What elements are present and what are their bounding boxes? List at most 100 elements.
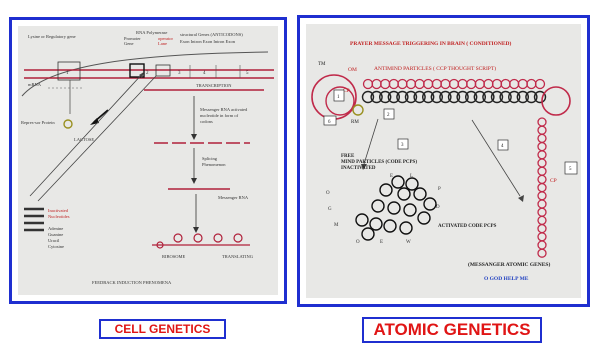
antimind-particle	[404, 90, 418, 104]
particle-letter: O	[356, 240, 360, 245]
rm-label: RM	[351, 120, 359, 125]
antimind-particle	[526, 78, 537, 90]
cp-particle	[537, 174, 547, 185]
antimind-particle	[456, 90, 469, 104]
messenger-activated-line2: nucleotide in form of	[200, 113, 239, 118]
cp-particle	[537, 207, 547, 217]
antimind-particle	[430, 90, 444, 104]
antimind-particle	[533, 90, 547, 104]
cp-chain-label: CP	[550, 178, 557, 184]
antimind-particle	[483, 78, 494, 90]
free-mind-particle	[391, 175, 405, 189]
box-number: 5	[246, 71, 249, 76]
free-mind-particle	[371, 199, 385, 213]
particle-letter: W	[406, 240, 411, 245]
free-mind-particle	[413, 187, 427, 201]
cp-particle	[537, 240, 547, 250]
lane-label: Lane	[158, 41, 167, 46]
splicing-line1: Splicing	[202, 156, 218, 161]
antimind-particle	[387, 90, 401, 104]
cp-vertical-chain	[537, 117, 547, 258]
antimind-particle	[414, 78, 425, 90]
antimind-particle	[405, 78, 417, 90]
translating-label: TRANSLATING	[222, 254, 254, 259]
antimind-particle	[431, 78, 442, 90]
god-help-label: O GOD HELP ME	[484, 276, 529, 282]
particle-letter: L	[410, 174, 413, 179]
free-mind-particle	[397, 187, 411, 201]
box-number: 3	[178, 71, 181, 76]
free-mind-particle	[383, 219, 397, 233]
messenger-activated-line3: codons	[200, 119, 213, 124]
particle-letter: P	[438, 187, 441, 192]
cp-particle	[537, 150, 547, 160]
cp-particle	[537, 125, 547, 135]
cp-particle	[537, 158, 547, 168]
antimind-particle	[499, 90, 512, 104]
antimind-particle	[457, 78, 468, 90]
om-label: OM	[348, 67, 357, 73]
particle-letter: O	[326, 191, 330, 196]
box-label: 2	[387, 113, 390, 118]
antimind-particle-chain	[361, 78, 547, 104]
antimind-particle	[534, 78, 546, 90]
exon-intron-label: Exon Intron Exon Intron Exon	[180, 39, 236, 44]
antimind-particle	[448, 78, 460, 90]
atomic-genetics-diagram: PRAYER MESSAGE TRIGGERING IN BRAIN ( CON…	[306, 24, 581, 298]
antimind-particle	[517, 78, 528, 90]
cp-particle	[537, 223, 547, 234]
cell-genetics-diagram: Lysine or Regulatory gene RNA Polymerase…	[18, 26, 278, 295]
particle-letter: G	[328, 207, 332, 212]
cp-particle	[537, 182, 547, 193]
cp-particle	[537, 117, 547, 127]
box-label: 6	[328, 120, 331, 125]
free-mind-particle	[379, 183, 393, 197]
antimind-label: ANTIMIND PARTICLES ( CCP THOUGHT SCRIPT)	[374, 65, 496, 72]
antimind-particle	[371, 78, 382, 90]
box-number: 2	[146, 71, 149, 76]
cp-particle	[537, 199, 547, 209]
antimind-particle	[507, 90, 521, 104]
free-mind-particle	[423, 197, 437, 211]
regulatory-gene-box	[57, 61, 81, 81]
free-mind-particle	[399, 221, 413, 235]
operon-label: Lysine or Regulatory gene	[28, 34, 76, 39]
base-label: Uracil	[48, 238, 60, 243]
antimind-particle	[388, 78, 399, 90]
antimind-particle	[362, 78, 374, 90]
base-label: Adenine	[48, 226, 63, 231]
particle-letter: D	[436, 205, 440, 210]
antimind-particle	[447, 90, 461, 104]
free-mind-particles	[355, 175, 437, 241]
antimind-particle	[464, 90, 478, 104]
antimind-particle	[361, 90, 375, 104]
tm-label: TM	[318, 62, 326, 67]
antimind-particle	[370, 90, 383, 104]
lactose-label: LACTOSE	[74, 137, 94, 142]
free-line2: MIND PARTICLES (CODE PCPS)	[341, 160, 417, 165]
free-mind-particle	[405, 177, 419, 191]
free-mind-particle	[387, 201, 401, 215]
antimind-particle	[380, 78, 391, 90]
antimind-particle	[421, 90, 435, 104]
free-line1: FREE	[341, 154, 355, 159]
antimind-particle	[466, 78, 477, 90]
atomic-genetics-caption: ATOMIC GENETICS	[362, 317, 542, 343]
antimind-particle	[490, 90, 504, 104]
cell-genetics-caption: CELL GENETICS	[99, 319, 226, 339]
inactivated-line1: Inactivated	[48, 208, 69, 213]
cp-particle	[537, 191, 547, 201]
ribosome-label: RIBOSOME	[162, 254, 186, 259]
cp-particle	[537, 133, 547, 144]
antimind-particle	[473, 90, 487, 104]
cp-particle	[537, 248, 547, 258]
exon-box	[155, 64, 171, 77]
antimind-particle	[439, 90, 452, 104]
cell-genetics-panel: Lysine or Regulatory gene RNA Polymerase…	[9, 17, 287, 304]
feedback-label: FEEDBACK INDUCTION PHENOMENA	[92, 280, 172, 285]
antimind-particle	[491, 78, 503, 90]
antimind-particle	[482, 90, 495, 104]
promoter-box	[129, 63, 145, 78]
cp-particle	[537, 215, 547, 226]
particle-letter: E	[380, 240, 383, 245]
